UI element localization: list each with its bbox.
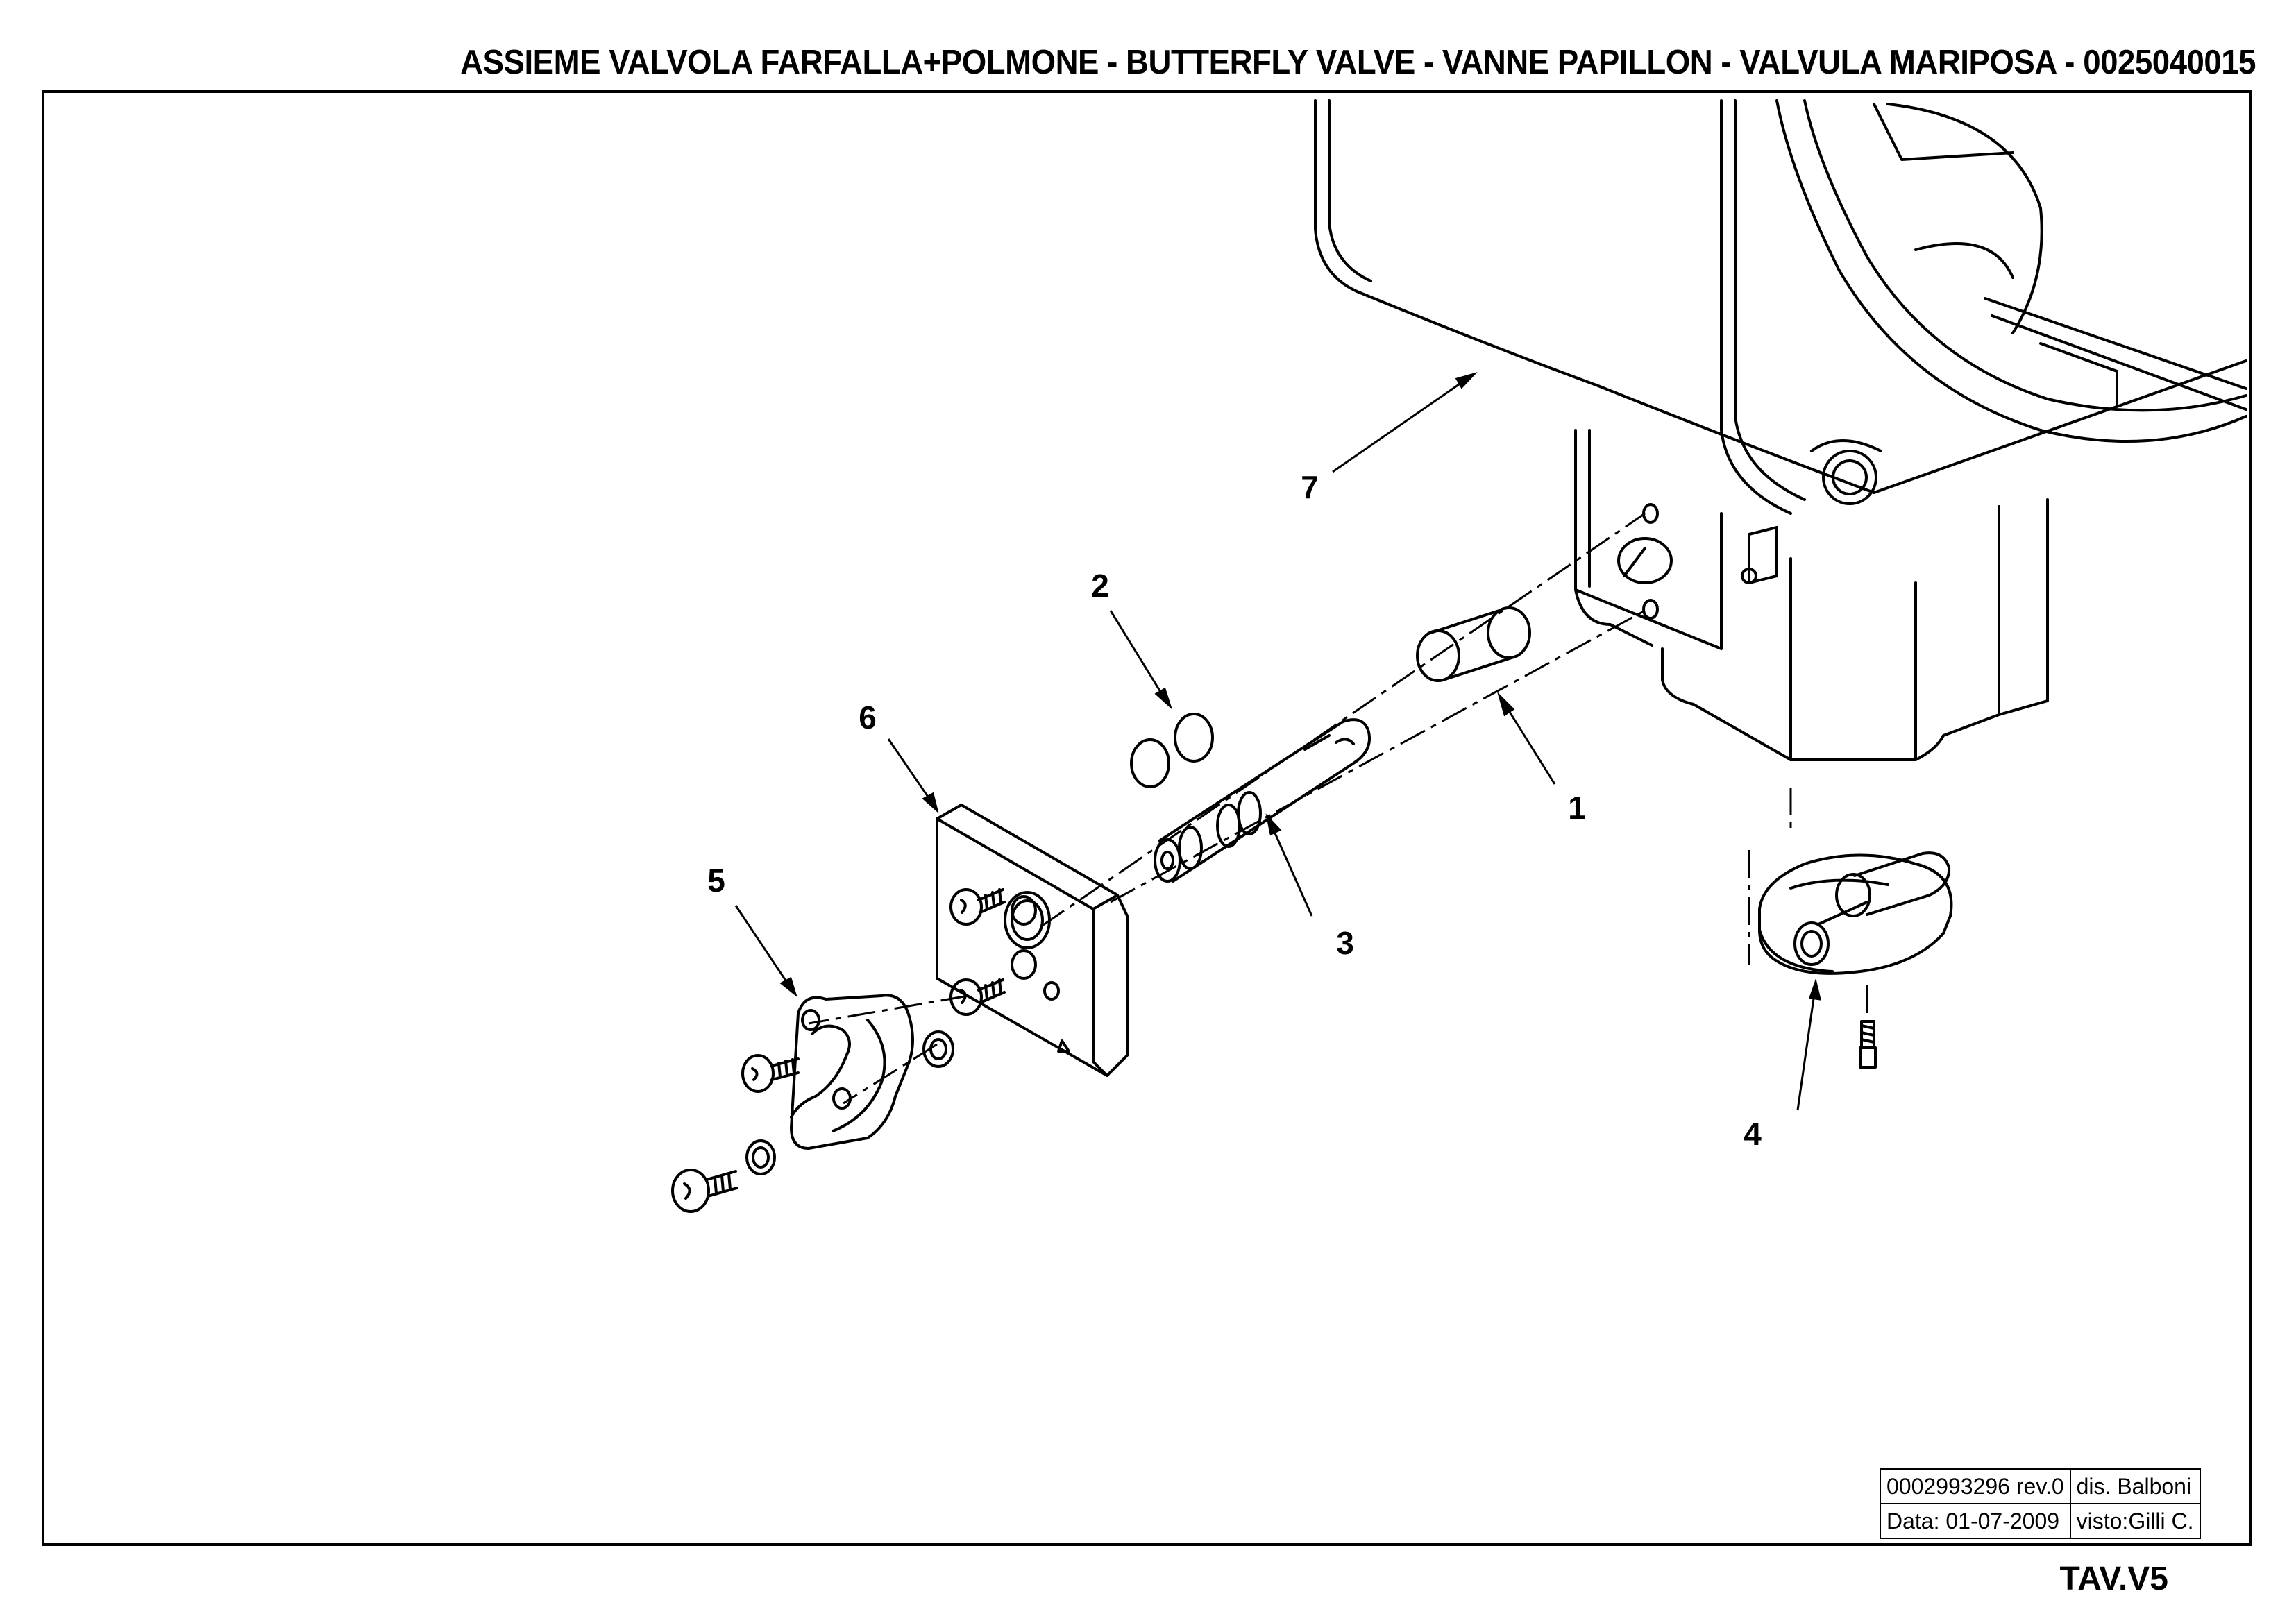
leader-lines — [734, 372, 1821, 1111]
valve-lever-part — [1758, 851, 1953, 1069]
callout-label: 3 — [1336, 925, 1354, 961]
shaft-part — [1154, 718, 1371, 883]
hook-bracket-part — [671, 994, 954, 1213]
callout-label: 7 — [1301, 469, 1319, 505]
valve-body-part — [1314, 99, 2247, 761]
bushing-part — [1416, 606, 1531, 682]
drawing-frame — [42, 90, 2252, 1546]
callout-label: 4 — [1744, 1116, 1762, 1152]
sheet-code: TAV.V5 — [2059, 1561, 2168, 1597]
title-block: 0002993296 rev.0 dis. Balboni Data: 01-0… — [1880, 1468, 2201, 1539]
callout-label: 2 — [1091, 568, 1109, 604]
callout-label: 1 — [1568, 790, 1586, 826]
o-rings-part — [1130, 713, 1214, 788]
drawn-by: dis. Balboni — [2069, 1468, 2201, 1504]
mounting-plate-part — [936, 804, 1129, 1077]
assembly-axes — [808, 512, 1868, 1105]
callout-labels: 1 2 3 4 5 6 7 — [707, 469, 1762, 1152]
drawing-title: ASSIEME VALVOLA FARFALLA+POLMONE - BUTTE… — [460, 44, 2256, 81]
callout-label: 6 — [859, 699, 877, 736]
checked-by: visto:Gilli C. — [2069, 1503, 2201, 1539]
doc-number: 0002993296 rev.0 — [1880, 1468, 2071, 1504]
drawing-date: Data: 01-07-2009 — [1880, 1503, 2071, 1539]
callout-label: 5 — [707, 863, 725, 899]
